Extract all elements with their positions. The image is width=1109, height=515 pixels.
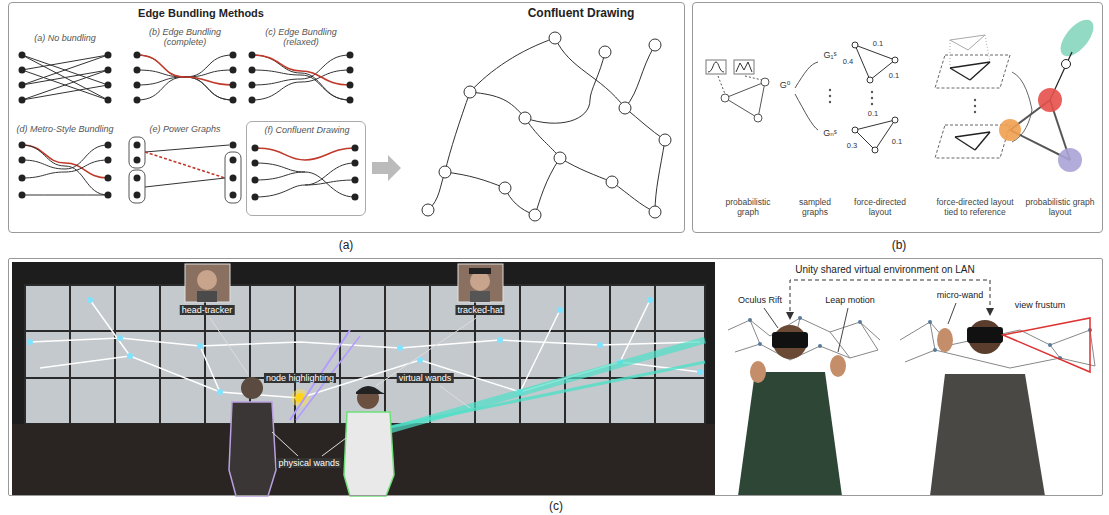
complete-bundling-sketch	[137, 55, 233, 100]
confluent-sketch	[255, 148, 355, 197]
arrow-shape	[372, 155, 401, 181]
method-caption: (a) No bundling	[15, 33, 115, 43]
confluent-graph	[428, 38, 665, 215]
cave-photo	[12, 262, 715, 496]
method-caption: (c) Edge Bundling (relaxed)	[251, 27, 351, 48]
probabilistic-graph-sketch	[706, 14, 1100, 172]
step-caption: probabilistic graph	[716, 198, 780, 218]
photo-annotation: micro-wand	[935, 290, 986, 300]
photo-annotation: Leap motion	[823, 295, 877, 305]
step-caption: probabilistic graph layout	[1025, 198, 1095, 218]
graph-annotation: 0.1	[889, 72, 899, 81]
photo-annotation: Oculus Rift	[736, 295, 784, 305]
photo-annotation: tracked-hat	[455, 305, 504, 315]
photo-annotation: physical wands	[276, 458, 341, 468]
panel-caption: (f) Confluent Drawing	[264, 125, 349, 135]
step-caption: force-directed layout tied to reference	[930, 198, 1020, 218]
panel-caption: (c)	[549, 500, 563, 514]
photo-annotation: virtual wands	[397, 373, 454, 383]
photo-annotation: node highlighting	[264, 373, 336, 383]
method-caption: (d) Metro-Style Bundling	[10, 124, 120, 134]
method-caption: (b) Edge Bundling (complete)	[135, 27, 235, 48]
vr-photo	[720, 262, 1100, 496]
panel-caption: (a)	[339, 239, 354, 253]
method-caption: (e) Power Graphs	[135, 124, 235, 134]
section-title: Confluent Drawing	[528, 7, 635, 21]
graph-annotation: 0.1	[892, 138, 902, 147]
graph-annotation: G₁ˢ	[823, 50, 836, 60]
photo-annotation: head-tracker	[180, 305, 235, 315]
graph-annotation: 0.4	[843, 58, 853, 67]
section-title: Edge Bundling Methods	[138, 7, 264, 20]
graph-annotation: 0.3	[847, 142, 857, 151]
photo-annotation: Unity shared virtual environment on LAN	[793, 264, 977, 276]
panel-caption: (b)	[892, 239, 907, 253]
metro-bundling-sketch	[22, 145, 108, 195]
graph-annotation: 0.1	[868, 110, 878, 119]
no-bundling-sketch	[22, 55, 108, 100]
graph-annotation: Gₙˢ	[823, 128, 837, 138]
graph-annotation: G⁰	[780, 80, 791, 90]
relaxed-bundling-sketch	[252, 55, 350, 100]
graph-annotation: 0.1	[873, 40, 883, 49]
panel-frame: Edge Bundling Methods Confluent Drawing (a…	[8, 2, 685, 233]
photo-annotation: view frustum	[1013, 300, 1068, 310]
method-box: (f) Confluent Drawing	[246, 121, 366, 216]
step-caption: sampled graphs	[790, 198, 840, 218]
step-caption: force-directed layout	[845, 198, 915, 218]
power-graph-sketch	[129, 137, 241, 203]
